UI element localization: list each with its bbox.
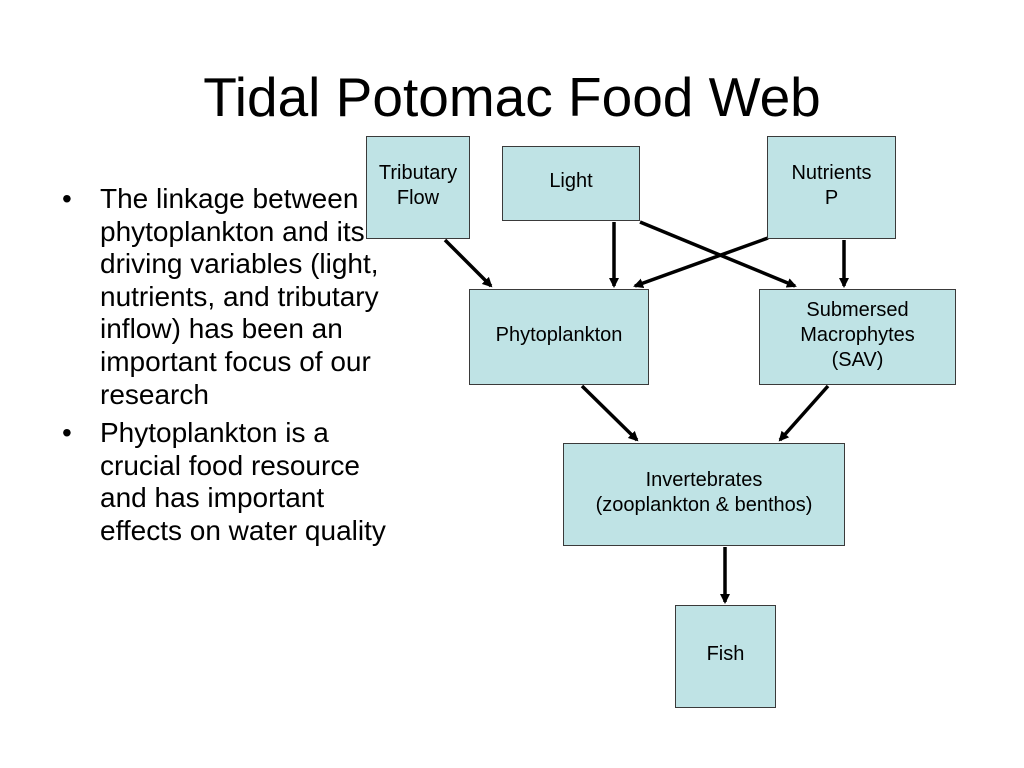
node-label: Invertebrates (zooplankton & benthos) bbox=[595, 468, 813, 516]
node-invertebrates: Invertebrates (zooplankton & benthos) bbox=[563, 443, 845, 546]
node-sav: Submersed Macrophytes (SAV) bbox=[759, 289, 956, 385]
node-label: Submersed Macrophytes (SAV) bbox=[800, 298, 915, 371]
bullet-text: The linkage between phytoplankton and it… bbox=[100, 183, 379, 410]
node-label: Nutrients P bbox=[791, 161, 872, 209]
edge-sav-invertebrates bbox=[778, 384, 830, 442]
node-nutrients: Nutrients P bbox=[767, 136, 896, 239]
bullet-item: • The linkage between phytoplankton and … bbox=[62, 183, 397, 411]
slide-title: Tidal Potomac Food Web bbox=[203, 66, 821, 128]
node-label: Light bbox=[549, 170, 593, 192]
edge-tributary-phytoplankton bbox=[443, 238, 493, 288]
bullet-item: • Phytoplankton is a crucial food resour… bbox=[62, 417, 397, 547]
bullet-dot: • bbox=[62, 183, 72, 214]
bullet-dot: • bbox=[62, 417, 72, 449]
node-light: Light bbox=[502, 146, 640, 221]
edge-light-sav bbox=[639, 220, 797, 288]
edge-phytoplankton-invertebrates bbox=[580, 384, 639, 442]
bullet-list: • The linkage between phytoplankton and … bbox=[62, 183, 397, 554]
edge-nutrients-phytoplankton bbox=[633, 236, 769, 288]
bullet-text: Phytoplankton is a crucial food resource… bbox=[100, 417, 386, 546]
node-label: Tributary Flow bbox=[378, 161, 458, 209]
node-label: Fish bbox=[706, 643, 745, 665]
node-tributary-flow: Tributary Flow bbox=[366, 136, 470, 239]
node-fish: Fish bbox=[675, 605, 776, 708]
node-phytoplankton: Phytoplankton bbox=[469, 289, 649, 385]
node-label: Phytoplankton bbox=[495, 323, 623, 346]
